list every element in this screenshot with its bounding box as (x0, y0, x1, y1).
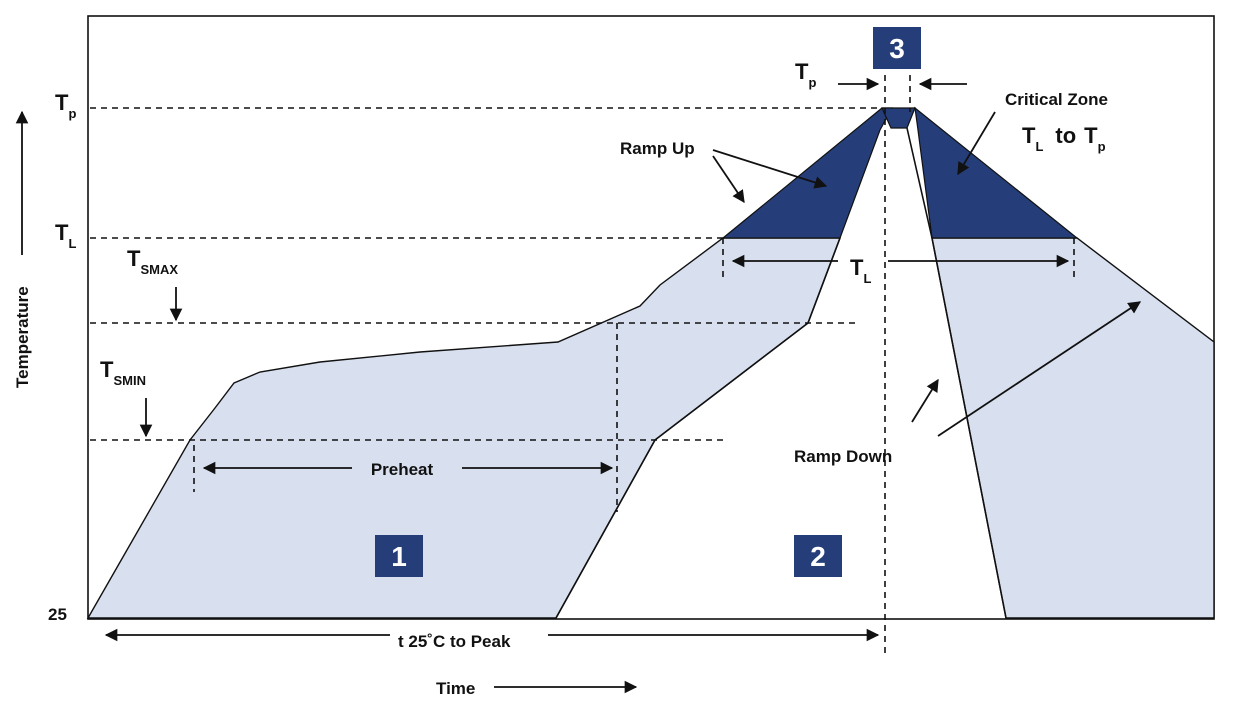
profile-inner-right (906, 127, 1007, 619)
zone-2-number: 2 (810, 541, 826, 572)
critical-zone-ramp-up (721, 107, 894, 239)
zone-3-badge (873, 27, 921, 69)
ramp-down-arrow-1 (911, 378, 939, 423)
tp-axis-label: Tp (55, 90, 76, 121)
ramp-up-arrow-2 (712, 155, 745, 204)
profile-inner-left (555, 237, 841, 619)
zone-2-badge (794, 535, 842, 577)
zone-1-number: 1 (391, 541, 407, 572)
zone-3-number: 3 (889, 33, 905, 64)
tl-axis-label: TL (55, 220, 76, 251)
ramp-down-label: Ramp Down (794, 447, 892, 466)
y-axis-title: Temperature (13, 286, 32, 388)
tl-duration-label: TL (850, 255, 871, 286)
ramp-down-arrow-2 (937, 301, 1142, 437)
ramp-up-arrow-1 (712, 149, 828, 189)
critical-zone-arrow (957, 111, 996, 176)
preheat-label: Preheat (371, 460, 434, 479)
x-axis-title: Time (436, 679, 475, 698)
tsmin-label: TSMIN (100, 357, 146, 388)
critical-zone-label: Critical Zone (1005, 90, 1108, 109)
tsmax-label: TSMAX (127, 246, 178, 277)
ramp-up-label: Ramp Up (620, 139, 695, 158)
base-temperature-label: 25 (48, 605, 67, 624)
x-span-label: t 25˚C to Peak (398, 632, 511, 651)
tp-duration-label: Tp (795, 59, 816, 90)
zone-1-badge (375, 535, 423, 577)
